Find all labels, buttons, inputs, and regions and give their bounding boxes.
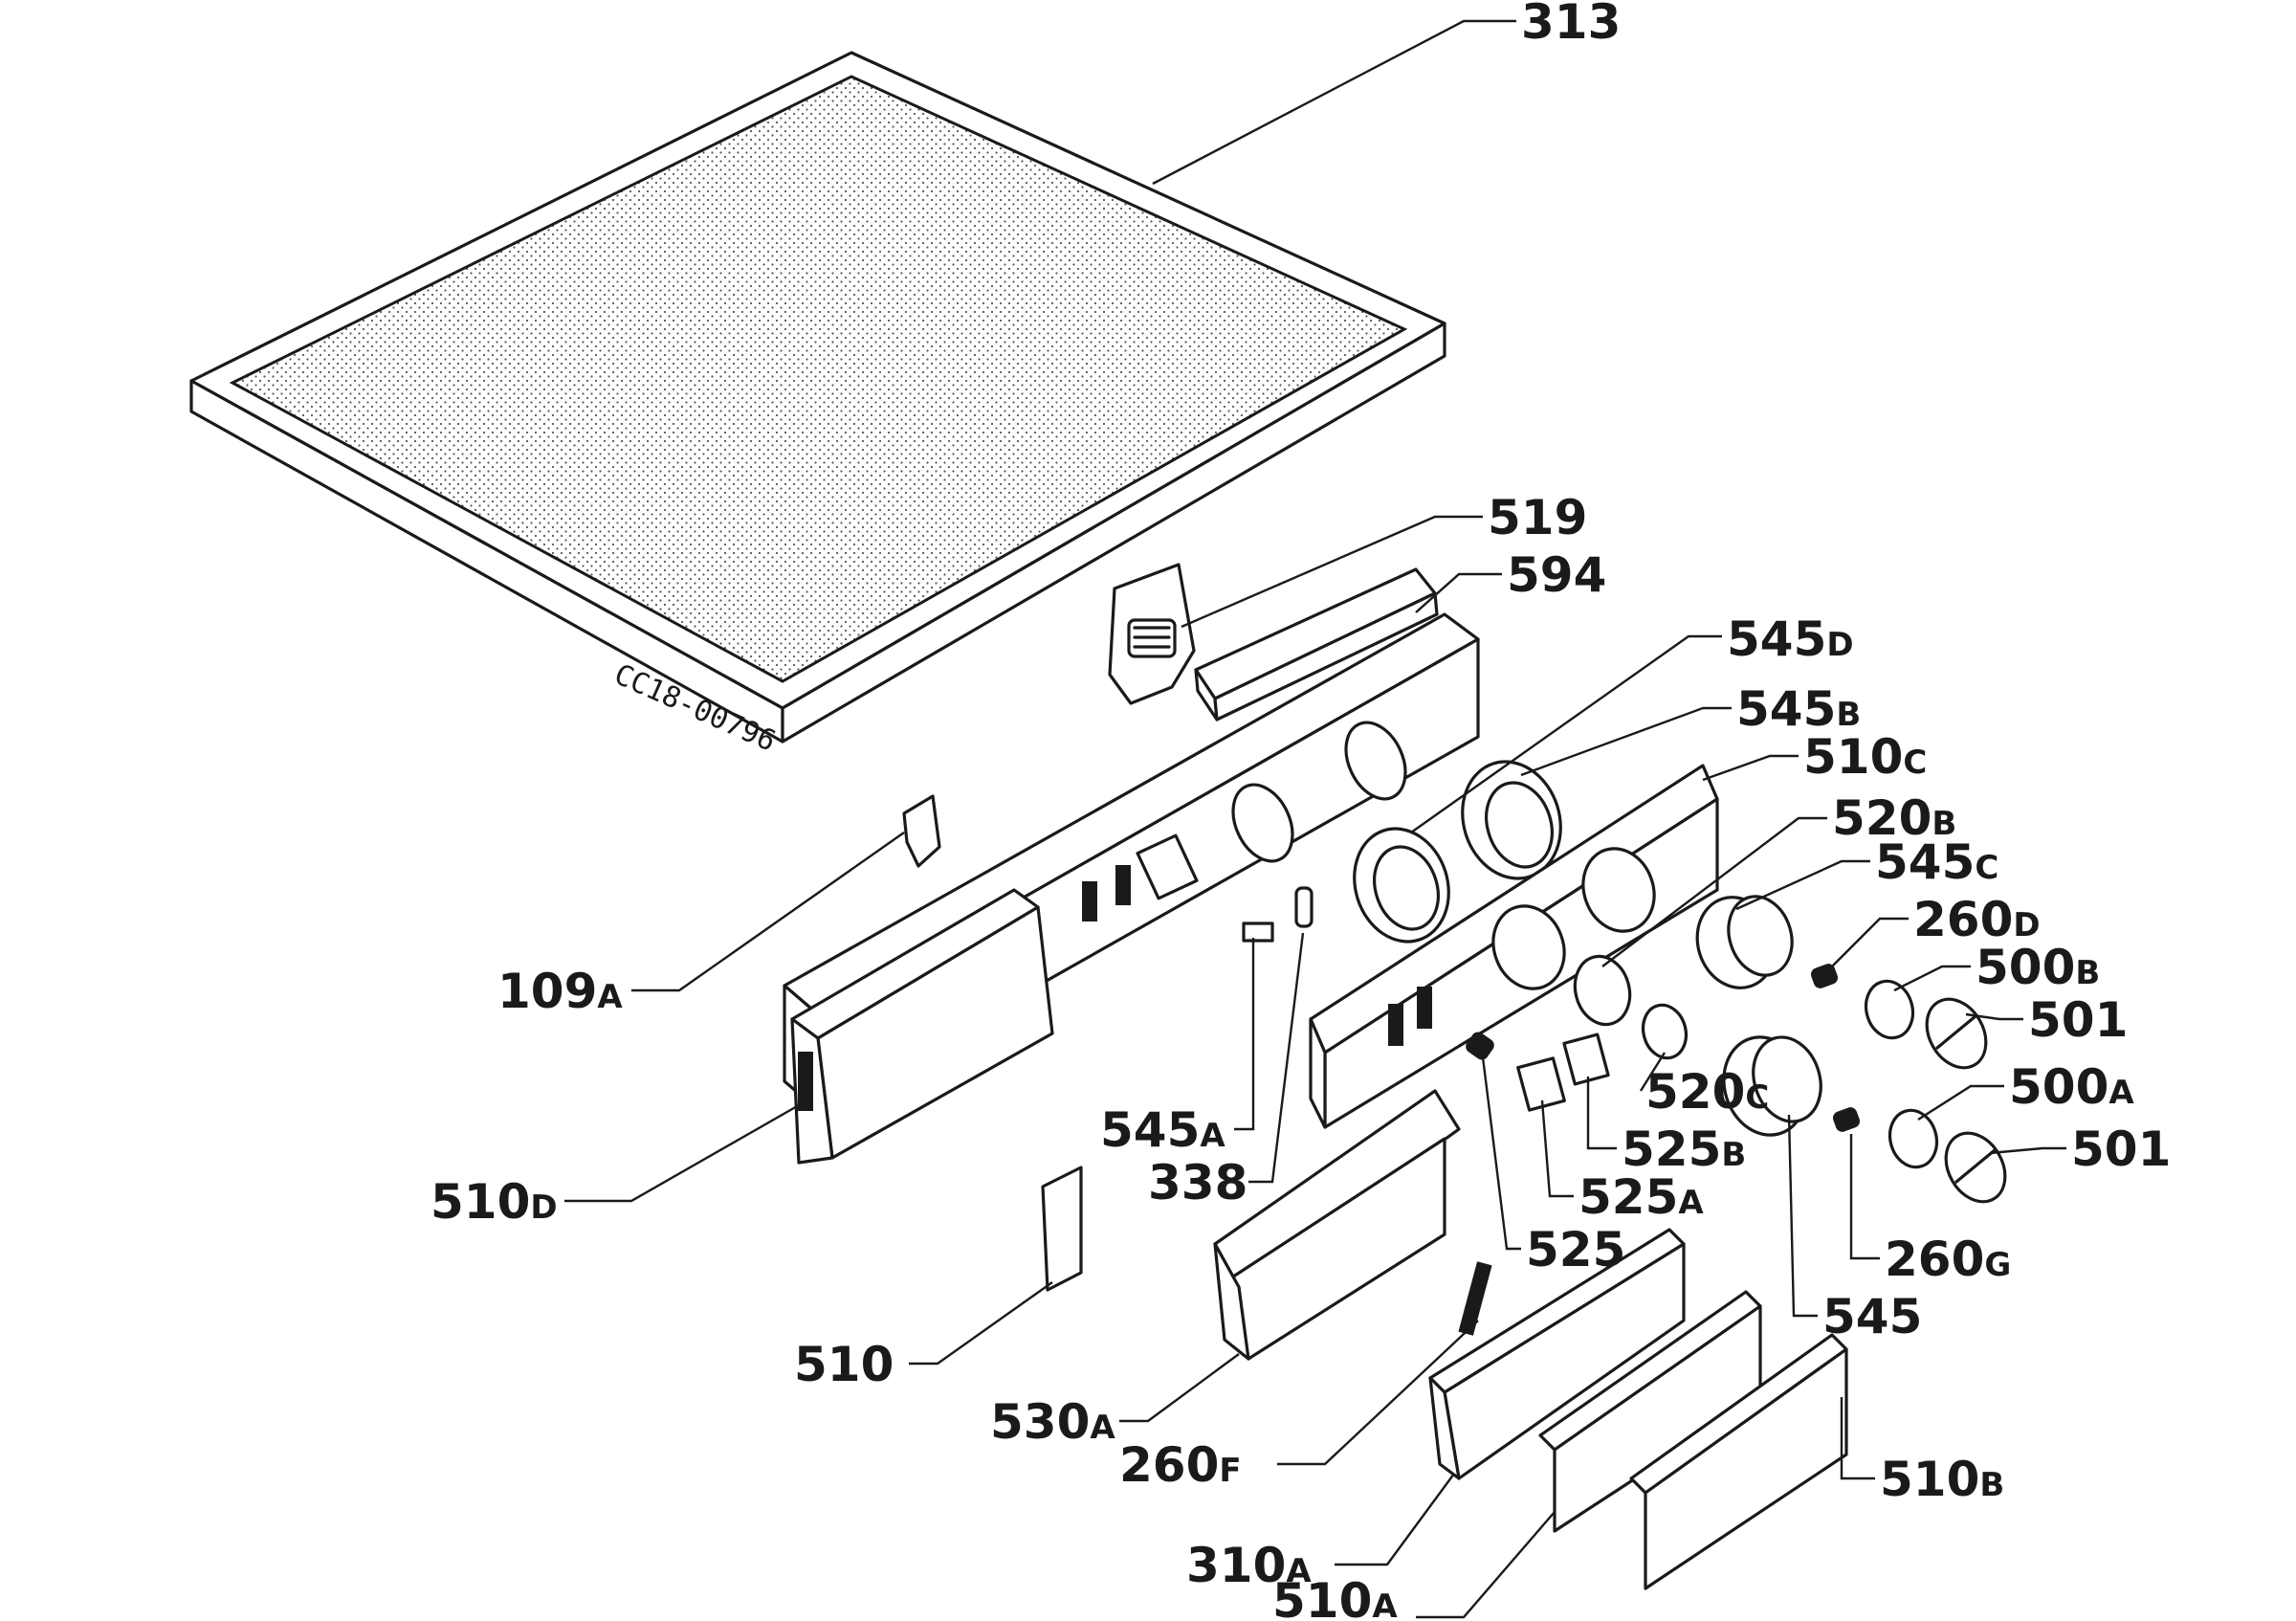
part-545c-knob-body	[1695, 895, 1794, 989]
part-545a-tab	[1242, 922, 1274, 943]
callout-545b: 545B	[1736, 681, 1861, 737]
part-260d-spring	[1810, 964, 1839, 988]
callout-labels: 313 519 594 545D 545B 510C 520B 545C 260…	[430, 0, 2171, 1621]
part-510d-control-housing	[783, 612, 1480, 1165]
callout-545c: 545C	[1875, 834, 1998, 890]
callout-260g: 260G	[1885, 1232, 2011, 1287]
callout-520b: 520B	[1832, 790, 1956, 846]
part-510b-plate	[1629, 1333, 1848, 1590]
part-109a-clip	[902, 794, 941, 868]
callout-501-lower: 501	[2071, 1121, 2171, 1177]
callout-310a: 310A	[1186, 1538, 1312, 1593]
part-545b-ring	[1461, 760, 1562, 880]
callout-510: 510	[794, 1337, 894, 1392]
part-338-pin	[1294, 886, 1314, 928]
callout-510d: 510D	[430, 1174, 558, 1230]
part-501-knob-top-upper	[1925, 997, 1988, 1070]
callout-525a: 525A	[1578, 1169, 1704, 1225]
callout-525b: 525B	[1622, 1121, 1746, 1177]
callout-545a: 545A	[1100, 1102, 1225, 1158]
callout-338: 338	[1148, 1155, 1247, 1210]
callout-545d: 545D	[1727, 611, 1854, 667]
part-530a-tray	[1213, 1089, 1461, 1361]
leader-lines	[564, 19, 2066, 1619]
callout-525: 525	[1526, 1222, 1625, 1277]
callout-500a: 500A	[2009, 1059, 2134, 1115]
callout-510a: 510A	[1272, 1573, 1398, 1621]
part-525a-block	[1516, 1056, 1566, 1112]
callout-260f: 260F	[1119, 1437, 1242, 1493]
callout-545: 545	[1822, 1289, 1922, 1344]
callout-519: 519	[1488, 490, 1587, 545]
callout-520c: 520C	[1645, 1064, 1769, 1120]
part-545-knob-body	[1722, 1035, 1822, 1137]
part-500a-knob-base	[1888, 1108, 1939, 1169]
part-500b-knob-base	[1864, 979, 1915, 1040]
part-510-side-clip	[1041, 1166, 1083, 1292]
callout-501-upper: 501	[2028, 992, 2128, 1048]
part-310a-plate	[1428, 1228, 1686, 1480]
callout-530a: 530A	[990, 1394, 1115, 1450]
part-520b-small-ring	[1573, 954, 1632, 1027]
callout-510b: 510B	[1880, 1452, 2004, 1507]
part-260g-spring	[1832, 1107, 1861, 1132]
part-545d-ring	[1353, 827, 1450, 944]
callout-594: 594	[1507, 547, 1606, 603]
part-313-top-panel	[189, 51, 1446, 744]
part-525-spring	[1466, 1032, 1494, 1060]
part-594-handle-strip	[1194, 567, 1439, 722]
callout-260d: 260D	[1913, 892, 2041, 947]
callout-109a: 109A	[497, 964, 623, 1019]
part-525b-block	[1562, 1033, 1610, 1086]
callout-510c: 510C	[1803, 729, 1927, 785]
part-501-knob-top-lower	[1944, 1131, 2007, 1204]
part-520c-holder	[1641, 1003, 1689, 1060]
part-519-spring-bracket	[1108, 563, 1196, 705]
callout-500b: 500B	[1976, 940, 2100, 995]
callout-313: 313	[1521, 0, 1621, 50]
part-510c-front-panel	[1309, 764, 1719, 1129]
